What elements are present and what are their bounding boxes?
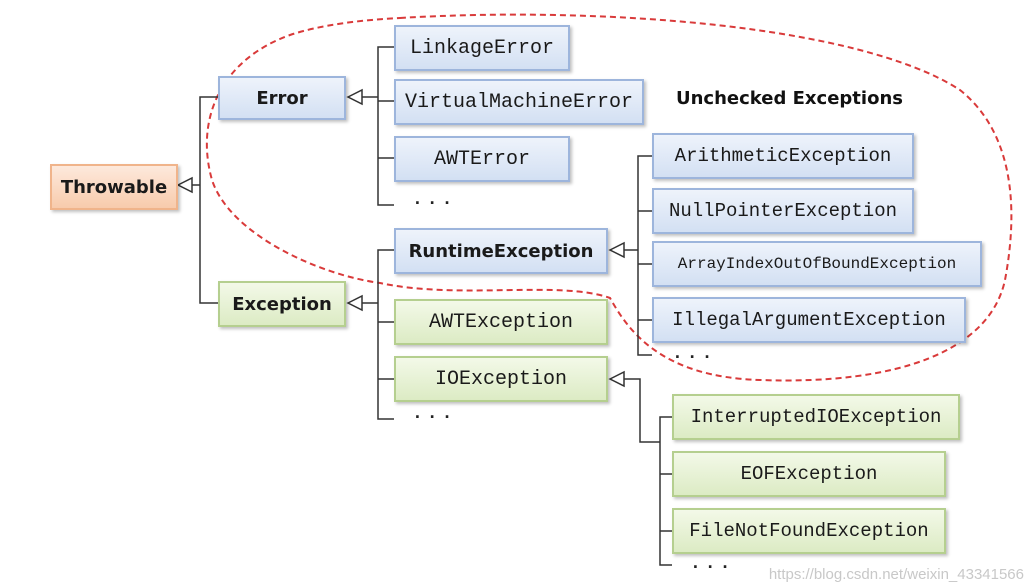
- connector-exception-children: [362, 249, 394, 420]
- node-exception: Exception: [218, 281, 346, 327]
- node-arithmetic-exception: ArithmeticException: [652, 133, 914, 179]
- inherit-arrow-runtime: [608, 241, 625, 259]
- watermark-url: https://blog.csdn.net/weixin_43341566: [768, 566, 1024, 583]
- node-runtime-exception: RuntimeException: [394, 228, 608, 274]
- node-awt-error: AWTError: [394, 136, 570, 182]
- node-eof-exception: EOFException: [672, 451, 946, 497]
- runtime-more-ellipsis: ...: [672, 344, 717, 364]
- error-more-ellipsis: ...: [412, 190, 457, 210]
- inherit-arrow-io: [608, 370, 625, 388]
- inherit-arrow-error: [346, 88, 363, 106]
- unchecked-region-outline: [205, 13, 1013, 382]
- connector-runtime-children: [624, 155, 652, 356]
- node-null-pointer-exception: NullPointerException: [652, 188, 914, 234]
- unchecked-exceptions-heading: Unchecked Exceptions: [676, 88, 903, 109]
- node-virtual-machine-error: VirtualMachineError: [394, 79, 644, 125]
- inherit-arrow-exception: [346, 294, 363, 312]
- node-io-exception: IOException: [394, 356, 608, 402]
- node-throwable: Throwable: [50, 164, 178, 210]
- io-more-ellipsis: ...: [690, 554, 735, 574]
- exception-more-ellipsis: ...: [412, 404, 457, 424]
- node-awt-exception: AWTException: [394, 299, 608, 345]
- connector-error-children: [362, 46, 394, 206]
- node-file-not-found-exception: FileNotFoundException: [672, 508, 946, 554]
- connector-io-children: [624, 378, 672, 566]
- node-array-index-exception: ArrayIndexOutOfBoundException: [652, 241, 982, 287]
- node-error: Error: [218, 76, 346, 120]
- node-linkage-error: LinkageError: [394, 25, 570, 71]
- node-interrupted-io-exception: InterruptedIOException: [672, 394, 960, 440]
- connector-throwable-children: [192, 96, 218, 304]
- node-illegal-argument-exception: IllegalArgumentException: [652, 297, 966, 343]
- inherit-arrow-throwable: [176, 176, 193, 194]
